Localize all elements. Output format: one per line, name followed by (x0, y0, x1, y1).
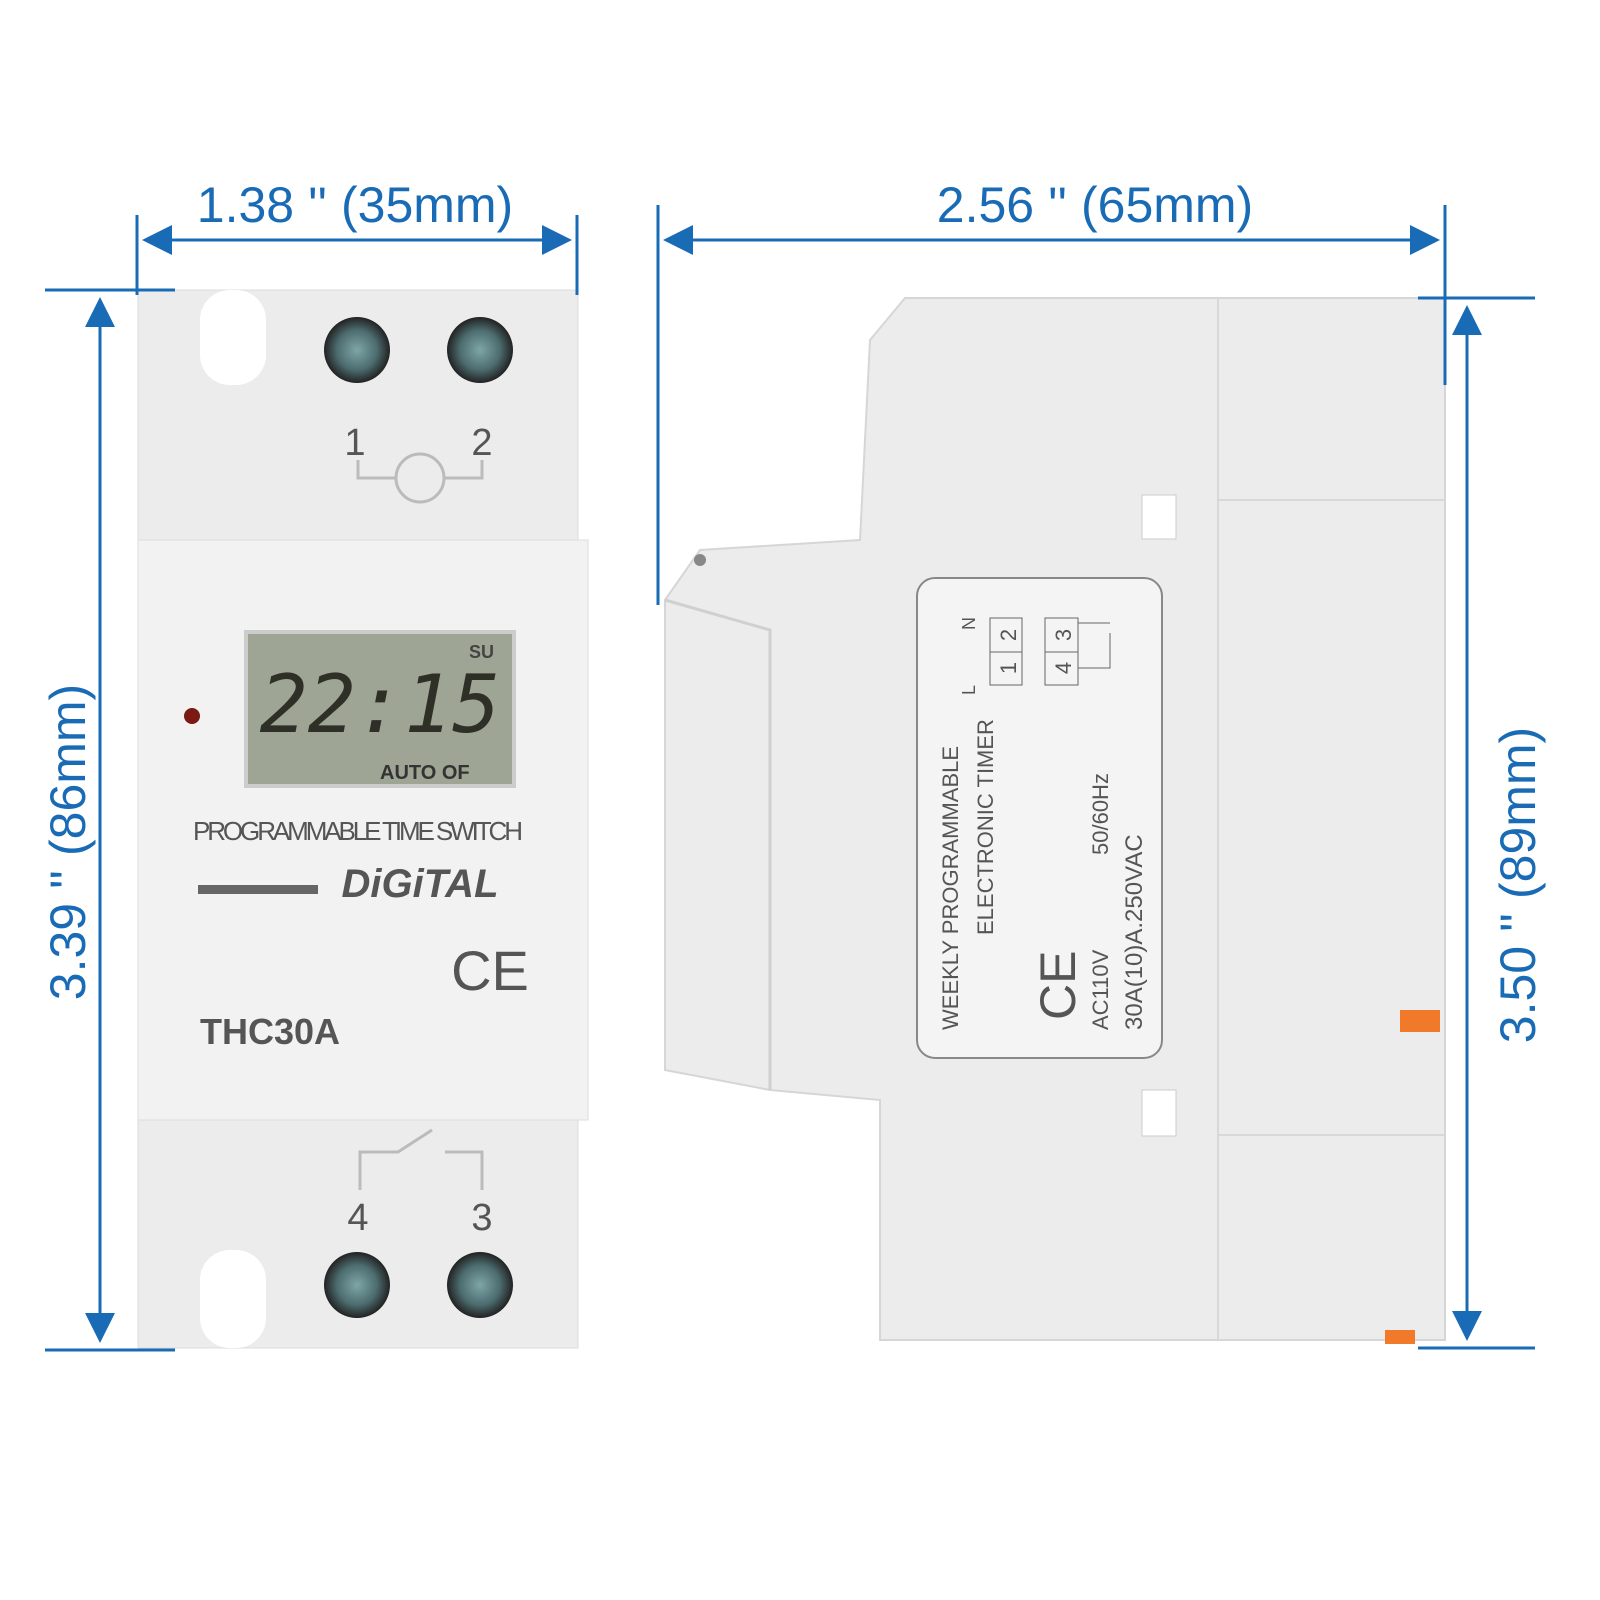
lcd-display (244, 630, 516, 788)
label-line2: ELECTRONIC TIMER (973, 719, 998, 935)
mounting-slot-top (200, 290, 266, 385)
terminal-number: 2 (471, 422, 492, 464)
ce-mark: CE (1030, 951, 1086, 1020)
label-frequency: 50/60Hz (1088, 773, 1113, 855)
product-title: PROGRAMMABLE TIME SWITCH (193, 816, 523, 846)
side-height-dimension: 3.50 '' (89mm) (1490, 727, 1546, 1043)
terminal-n-label: N (959, 617, 979, 630)
terminal-screw-4 (324, 1252, 390, 1318)
status-led (184, 708, 200, 724)
din-clip (1400, 1010, 1440, 1032)
label-line1: WEEKLY PROGRAMMABLE (938, 746, 963, 1030)
spec-label (916, 577, 1163, 1059)
ac-symbol-icon (394, 452, 446, 504)
label-rating: 30A(10)A.250VAC (1121, 834, 1148, 1030)
terminal-number: 1 (344, 422, 365, 464)
terminal-number: 4 (347, 1197, 368, 1239)
lcd-time: 22:15 (260, 658, 501, 751)
terminal-number: 2 (996, 629, 1021, 641)
terminal-number: 4 (1051, 662, 1076, 674)
dimension-lines (45, 205, 1535, 1352)
terminal-number: 3 (1051, 629, 1076, 641)
terminal-number: 1 (996, 662, 1021, 674)
label-voltage: AC110V (1088, 949, 1113, 1030)
front-width-dimension: 1.38 '' (35mm) (197, 177, 513, 233)
terminal-screw-2 (447, 317, 513, 383)
terminal-number: 3 (471, 1197, 492, 1239)
model-number: THC30A (200, 1011, 340, 1052)
terminal-screw-1 (324, 317, 390, 383)
ce-mark: CE (451, 939, 529, 1002)
front-view: 1 2 SU 22:15 AUTO OF PROGRAMMABLE TIME S… (137, 289, 589, 1349)
mounting-slot-bottom (200, 1250, 266, 1348)
lcd-day: SU (469, 642, 494, 662)
side-view: WEEKLY PROGRAMMABLE ELECTRONIC TIMER CE … (664, 297, 1446, 1344)
lcd-mode: AUTO OF (380, 762, 470, 784)
side-width-dimension: 2.56 '' (65mm) (937, 177, 1253, 233)
terminal-l-label: L (959, 685, 979, 695)
terminal-screw-3 (447, 1252, 513, 1318)
brand-logo: DiGiTAL (341, 862, 498, 906)
front-height-dimension: 3.39 '' (86mm) (40, 684, 96, 1000)
